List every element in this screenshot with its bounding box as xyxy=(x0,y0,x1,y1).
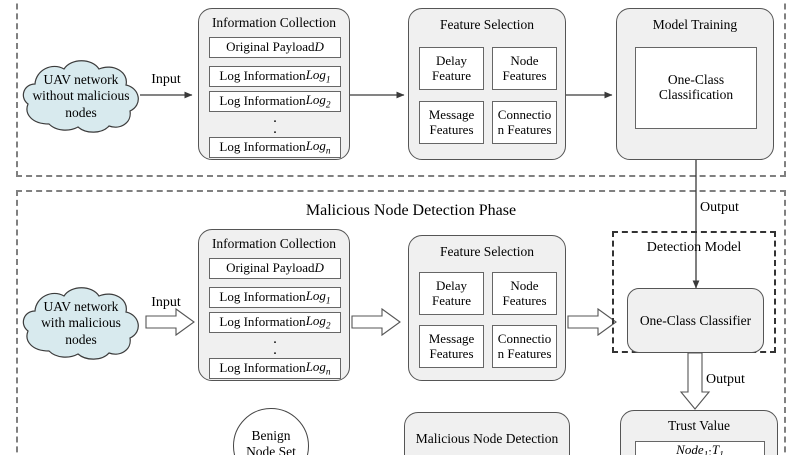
model-training-title: Model Training xyxy=(652,17,738,32)
edge-label-output-bottom: Output xyxy=(706,372,745,387)
feature-connection-training: Connectio n Features xyxy=(492,101,557,144)
feature-selection-title-detection: Feature Selection xyxy=(439,244,535,259)
information-collection-training: Information Collection Original Payload … xyxy=(198,8,350,160)
detection-model-title: Detection Model xyxy=(646,240,742,255)
malicious-node-detection-label: Malicious Node Detection xyxy=(415,431,559,446)
uav-network-clean-cloud xyxy=(16,58,146,134)
info-item-logn-training: Log Information Logn xyxy=(209,137,341,158)
information-collection-title-training: Information Collection xyxy=(211,15,337,30)
feature-message-training: Message Features xyxy=(419,101,484,144)
trust-value-box: Trust Value Node1 : T1 xyxy=(620,410,778,455)
feature-delay-detection: Delay Feature xyxy=(419,272,484,315)
info-item-logn-detection: Log Information Logn xyxy=(209,358,341,379)
feature-selection-training: Feature Selection Delay Feature Node Fea… xyxy=(408,8,566,160)
information-collection-detection: Information Collection Original Payload … xyxy=(198,229,350,381)
feature-selection-detection: Feature Selection Delay Feature Node Fea… xyxy=(408,235,566,381)
info-item-log2-training: Log Information Log2 xyxy=(209,91,341,112)
info-item-log1-detection: Log Information Log1 xyxy=(209,287,341,308)
feature-message-detection: Message Features xyxy=(419,325,484,368)
feature-node-detection: Node Features xyxy=(492,272,557,315)
input-label-detection: Input xyxy=(151,295,181,310)
feature-delay-training: Delay Feature xyxy=(419,47,484,90)
feature-selection-title-training: Feature Selection xyxy=(439,17,535,32)
one-class-classifier-box: One-Class Classifier xyxy=(627,288,764,353)
edge-label-output-top: Output xyxy=(700,200,739,215)
info-item-log1-training: Log Information Log1 xyxy=(209,66,341,87)
one-class-classifier-label: One-Class Classifier xyxy=(639,313,752,328)
info-item-payload-training: Original Payload D xyxy=(209,37,341,58)
trust-value-entry: Node1 : T1 xyxy=(635,441,765,455)
info-item-log2-detection: Log Information Log2 xyxy=(209,312,341,333)
uav-network-malicious-label: UAV network with malicious nodes xyxy=(41,299,121,347)
info-item-payload-detection: Original Payload D xyxy=(209,258,341,279)
detection-phase-title: Malicious Node Detection Phase xyxy=(305,202,517,219)
training-phase-region xyxy=(16,0,786,177)
model-training-box: Model Training One-Class Classification xyxy=(616,8,774,160)
feature-node-training: Node Features xyxy=(492,47,557,90)
trust-value-title: Trust Value xyxy=(668,418,730,433)
input-label-training: Input xyxy=(151,72,181,87)
malicious-node-detection-box: Malicious Node Detection xyxy=(404,412,570,455)
benign-node-set-label: Benign Node Set xyxy=(246,428,296,455)
feature-connection-detection: Connectio n Features xyxy=(492,325,557,368)
uav-network-clean-label: UAV network without malicious nodes xyxy=(32,72,130,120)
information-collection-title-detection: Information Collection xyxy=(211,236,337,251)
one-class-classification-box: One-Class Classification xyxy=(635,47,757,129)
uav-network-malicious-cloud xyxy=(16,285,146,361)
detection-phase-region xyxy=(16,190,786,455)
